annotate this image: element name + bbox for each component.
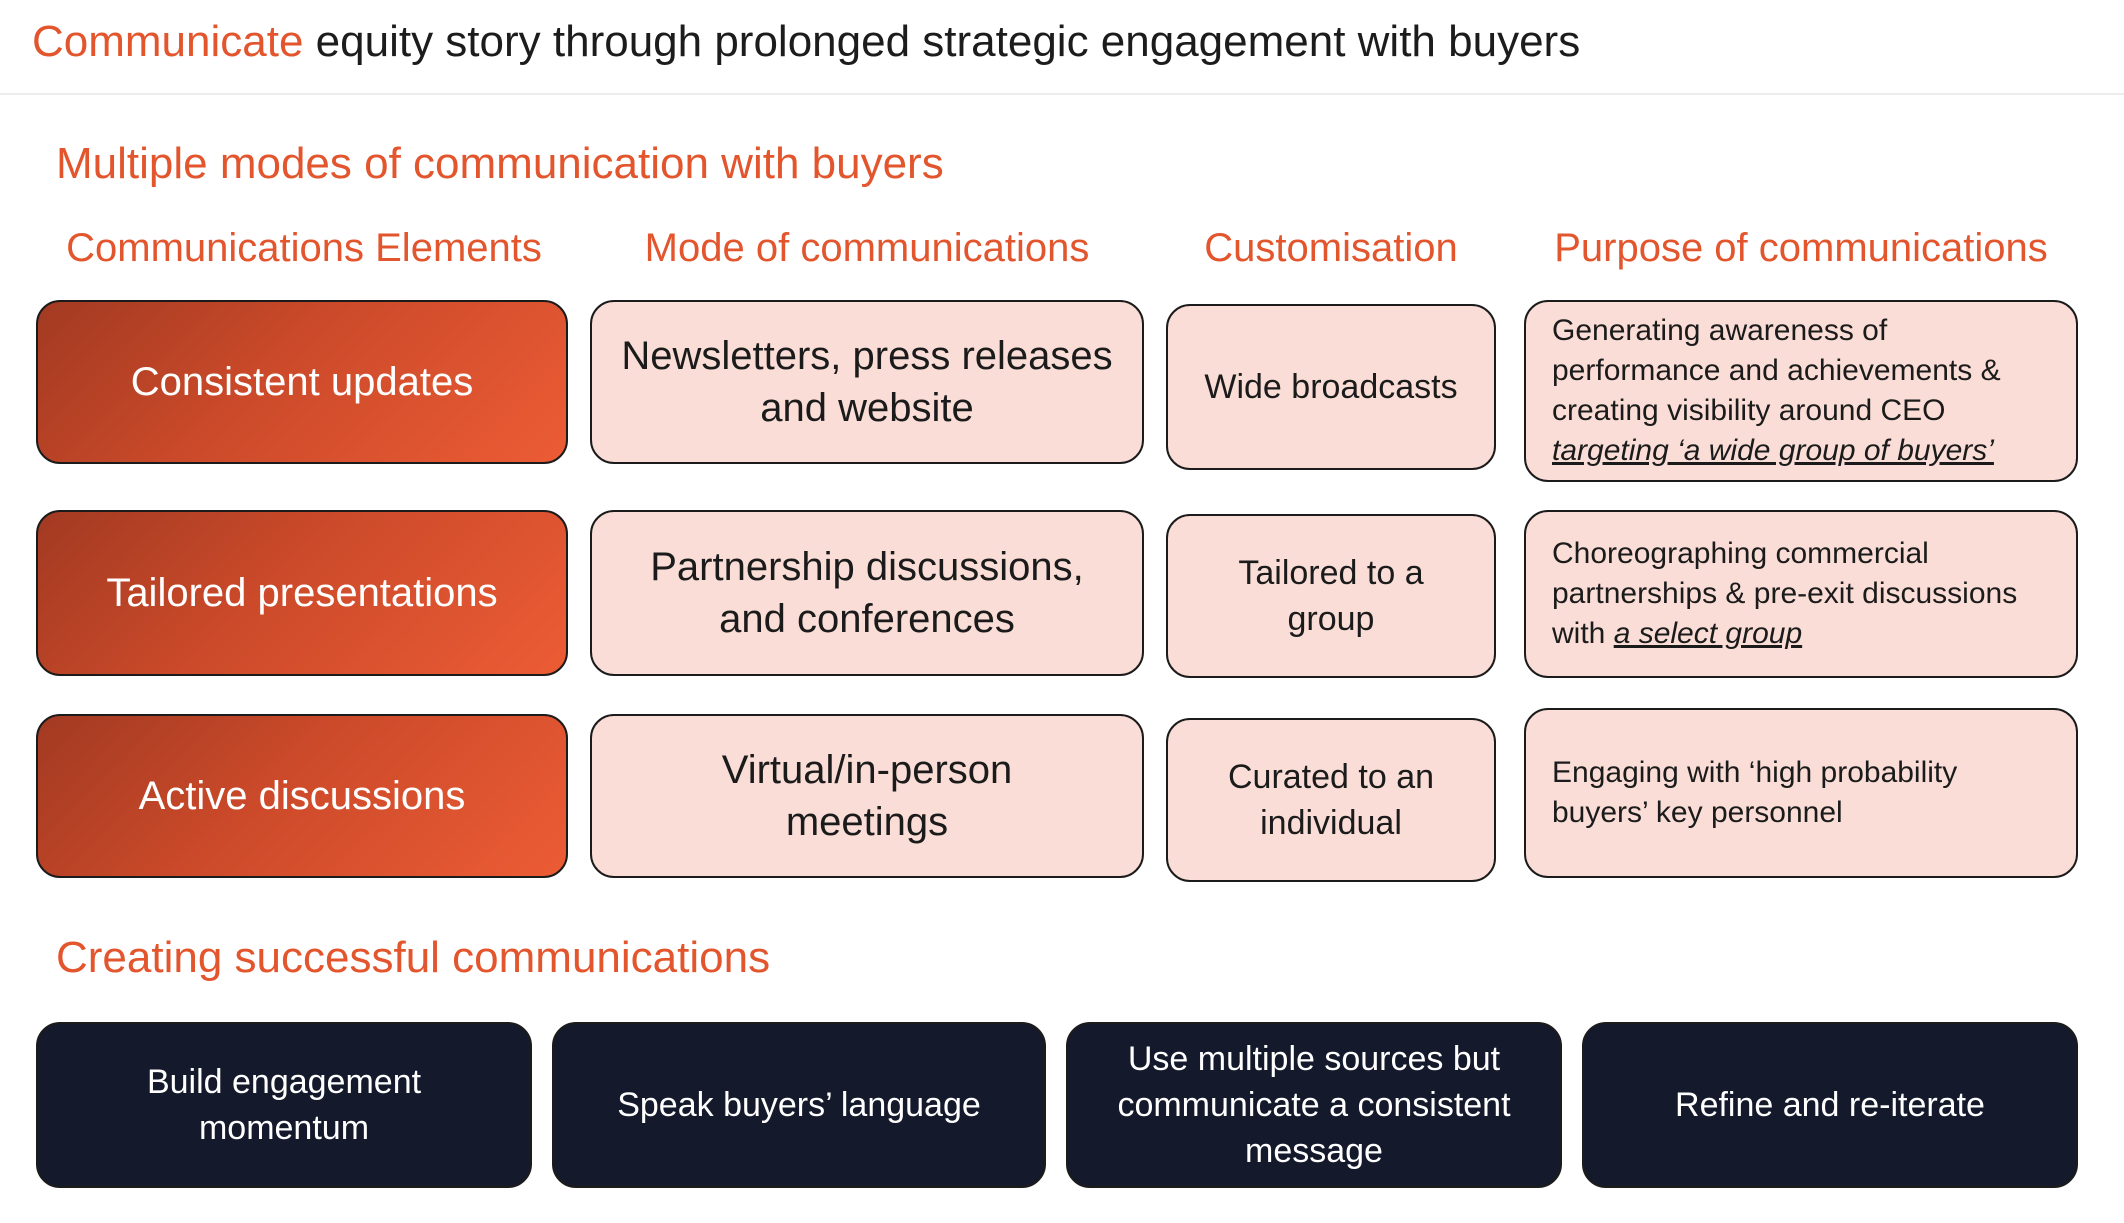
customisation-box-wide-broadcasts: Wide broadcasts bbox=[1166, 304, 1496, 470]
element-box-tailored-presentations: Tailored presentations bbox=[36, 510, 568, 676]
mode-line: and website bbox=[760, 386, 974, 430]
page-title: Communicate equity story through prolong… bbox=[32, 10, 1580, 74]
title-divider bbox=[0, 93, 2124, 95]
section-heading-modes: Multiple modes of communication with buy… bbox=[56, 139, 944, 188]
purpose-box-choreographing: Choreographing commercial partnerships &… bbox=[1524, 510, 2078, 678]
column-header-purpose: Purpose of communications bbox=[1554, 226, 2048, 270]
customisation-line: group bbox=[1287, 600, 1375, 638]
purpose-emphasis: targeting ‘a wide group of buyers’ bbox=[1552, 434, 1994, 467]
tip-line: momentum bbox=[198, 1109, 370, 1147]
tip-line: Build engagement bbox=[146, 1063, 422, 1101]
mode-box-meetings: Virtual/in-person meetings bbox=[590, 714, 1144, 878]
customisation-line: Curated to an bbox=[1227, 758, 1435, 796]
tip-line: Speak buyers’ language bbox=[617, 1086, 981, 1124]
tip-line: communicate a consistent bbox=[1117, 1086, 1511, 1124]
purpose-box-awareness: Generating awareness of performance and … bbox=[1524, 300, 2078, 482]
purpose-box-engaging: Engaging with ‘high probability buyers’ … bbox=[1524, 708, 2078, 878]
purpose-line: creating visibility around CEO bbox=[1552, 394, 1946, 427]
page-title-accent: Communicate bbox=[32, 17, 304, 66]
purpose-line: performance and achievements & bbox=[1552, 354, 2001, 387]
column-header-elements: Communications Elements bbox=[66, 226, 542, 270]
tip-box-build-engagement: Build engagement momentum bbox=[36, 1022, 532, 1188]
tip-box-multiple-sources: Use multiple sources but communicate a c… bbox=[1066, 1022, 1562, 1188]
element-box-active-discussions: Active discussions bbox=[36, 714, 568, 878]
element-box-consistent-updates: Consistent updates bbox=[36, 300, 568, 464]
tip-line: Use multiple sources but bbox=[1127, 1040, 1501, 1078]
customisation-line: individual bbox=[1260, 804, 1402, 842]
tip-box-speak-language: Speak buyers’ language bbox=[552, 1022, 1046, 1188]
purpose-line: Choreographing commercial bbox=[1552, 537, 1929, 570]
mode-box-newsletters: Newsletters, press releases and website bbox=[590, 300, 1144, 464]
purpose-prefix: with bbox=[1552, 617, 1614, 650]
tip-line: Refine and re-iterate bbox=[1675, 1086, 1985, 1124]
customisation-line: Tailored to a bbox=[1238, 554, 1424, 592]
mode-line: meetings bbox=[785, 800, 949, 844]
page-title-rest: equity story through prolonged strategic… bbox=[303, 17, 1581, 66]
column-header-mode: Mode of communications bbox=[644, 226, 1090, 270]
customisation-box-tailored-group: Tailored to a group bbox=[1166, 514, 1496, 678]
mode-line: Partnership discussions, bbox=[650, 545, 1084, 589]
mode-line: Newsletters, press releases bbox=[621, 334, 1113, 378]
purpose-line: Generating awareness of bbox=[1552, 314, 1888, 347]
element-label: Tailored presentations bbox=[106, 571, 498, 615]
customisation-box-individual: Curated to an individual bbox=[1166, 718, 1496, 882]
purpose-emphasis: a select group bbox=[1613, 617, 1803, 650]
section-heading-successful: Creating successful communications bbox=[56, 933, 771, 982]
column-header-customisation: Customisation bbox=[1204, 226, 1458, 270]
purpose-line: buyers’ key personnel bbox=[1552, 796, 1843, 829]
purpose-line: Engaging with ‘high probability bbox=[1552, 756, 1958, 789]
mode-line: and conferences bbox=[719, 597, 1015, 641]
customisation-line: Wide broadcasts bbox=[1204, 368, 1458, 406]
purpose-line: partnerships & pre-exit discussions bbox=[1552, 577, 2018, 610]
tip-line: message bbox=[1245, 1132, 1383, 1170]
mode-line: Virtual/in-person bbox=[721, 748, 1013, 792]
element-label: Consistent updates bbox=[130, 360, 474, 404]
mode-box-partnership: Partnership discussions, and conferences bbox=[590, 510, 1144, 676]
element-label: Active discussions bbox=[138, 774, 466, 818]
tip-box-refine: Refine and re-iterate bbox=[1582, 1022, 2078, 1188]
